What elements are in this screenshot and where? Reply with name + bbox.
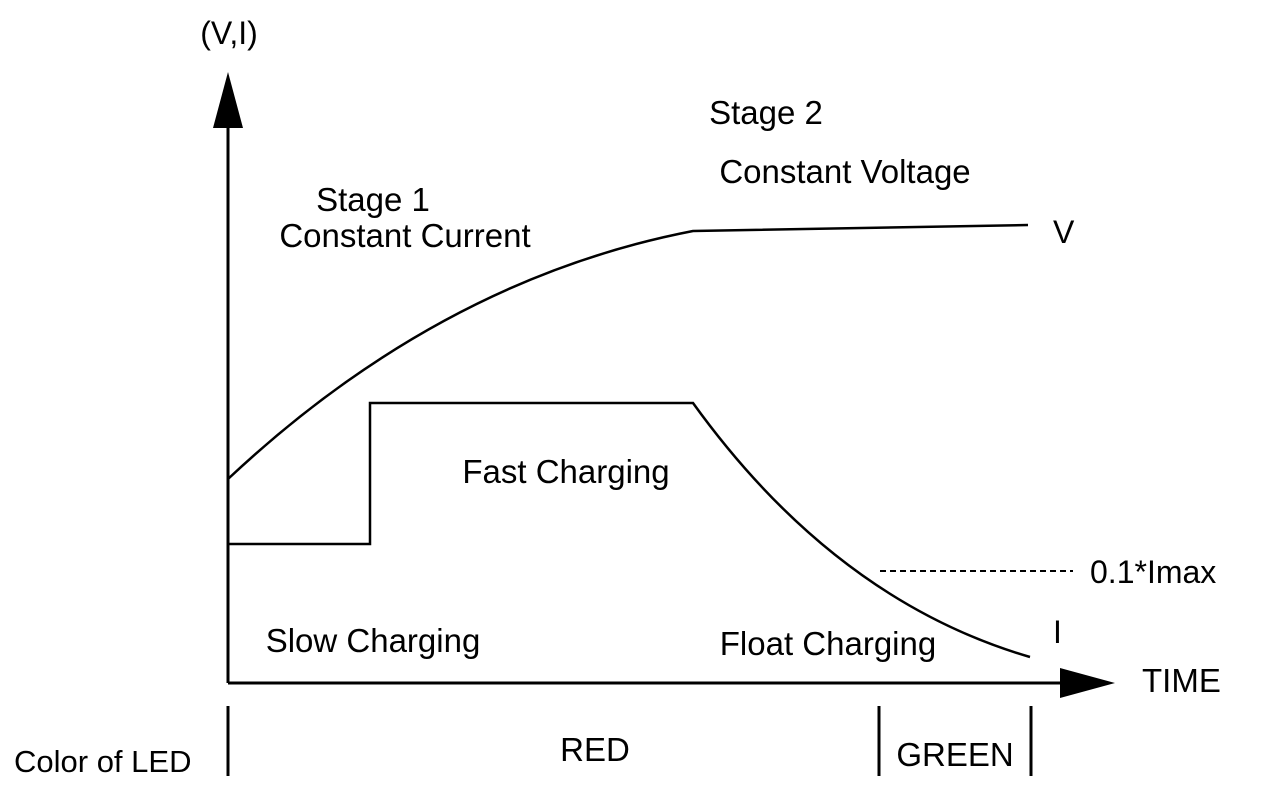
x-axis-arrow (1060, 668, 1115, 698)
voltage-curve (227, 223, 1029, 480)
current-label: I (1053, 614, 1062, 650)
stage2-mode: Constant Voltage (719, 153, 970, 190)
fast-charging-label: Fast Charging (462, 453, 669, 490)
voltage-label: V (1053, 214, 1075, 250)
slow-charging-label: Slow Charging (266, 622, 481, 659)
x-axis-label: TIME (1142, 662, 1221, 699)
y-axis-arrow (213, 72, 243, 128)
y-axis-label: (V,I) (200, 15, 258, 51)
threshold-label: 0.1*Imax (1090, 554, 1216, 590)
stage1-title: Stage 1 (316, 181, 430, 218)
current-curve (228, 401, 1031, 659)
float-charging-label: Float Charging (720, 625, 936, 662)
led-green-label: GREEN (896, 736, 1013, 773)
led-title: Color of LED (14, 744, 191, 779)
stage1-mode: Constant Current (279, 217, 530, 254)
led-red-label: RED (560, 731, 630, 768)
stage2-title: Stage 2 (709, 94, 823, 131)
